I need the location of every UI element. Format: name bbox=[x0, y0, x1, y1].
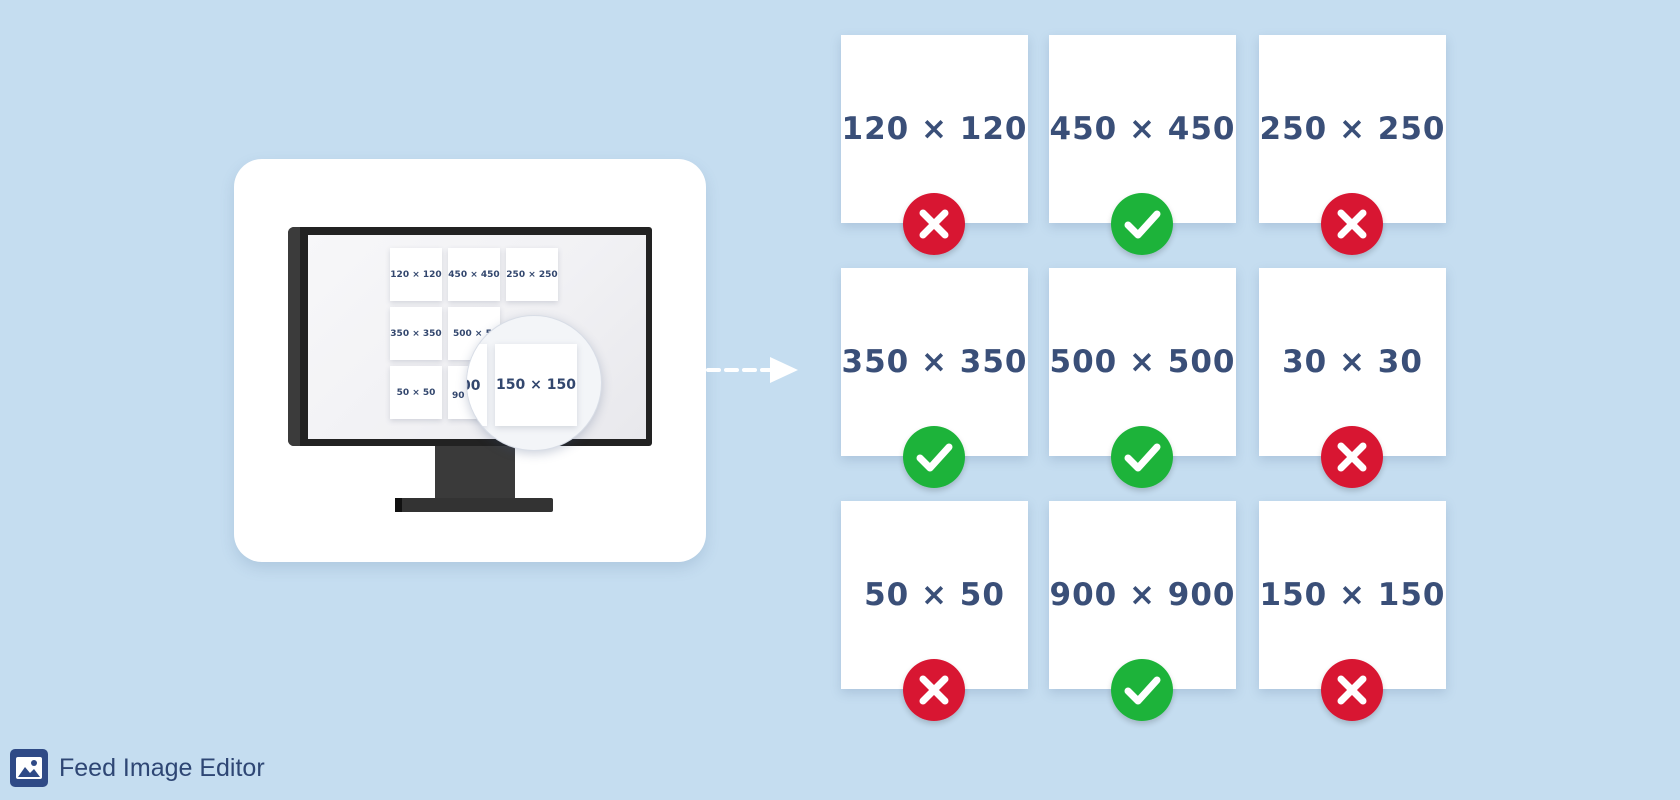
size-tile: 500 × 500 bbox=[1049, 268, 1236, 456]
brand-name: Feed Image Editor bbox=[59, 753, 265, 782]
image-icon bbox=[10, 749, 48, 787]
magnified-tile: 150 × 150 bbox=[495, 344, 577, 426]
check-icon bbox=[1111, 193, 1173, 255]
mini-tile: 50 × 50 bbox=[390, 366, 442, 419]
monitor-illustration-card: 120 × 120 450 × 450 250 × 250 350 × 350 … bbox=[234, 159, 706, 562]
mini-tile: 120 × 120 bbox=[390, 248, 442, 301]
cross-icon bbox=[1321, 426, 1383, 488]
monitor-neck bbox=[435, 446, 515, 498]
size-tile: 150 × 150 bbox=[1259, 501, 1446, 689]
size-tile: 120 × 120 bbox=[841, 35, 1028, 223]
cross-icon bbox=[1321, 193, 1383, 255]
check-icon bbox=[1111, 659, 1173, 721]
mini-tile: 250 × 250 bbox=[506, 248, 558, 301]
cross-icon bbox=[903, 193, 965, 255]
size-tile: 450 × 450 bbox=[1049, 35, 1236, 223]
magnifier-lens: 00 150 × 150 bbox=[466, 315, 602, 451]
mini-tile: 450 × 450 bbox=[448, 248, 500, 301]
size-tile: 900 × 900 bbox=[1049, 501, 1236, 689]
magnified-partial-tile bbox=[467, 344, 487, 426]
size-tile: 250 × 250 bbox=[1259, 35, 1446, 223]
cross-icon bbox=[903, 659, 965, 721]
mini-tile: 350 × 350 bbox=[390, 307, 442, 360]
magnified-partial-label: 00 bbox=[467, 378, 481, 394]
arrow-right-icon bbox=[706, 357, 798, 383]
size-tile: 50 × 50 bbox=[841, 501, 1028, 689]
size-tile: 350 × 350 bbox=[841, 268, 1028, 456]
monitor-screen: 120 × 120 450 × 450 250 × 250 350 × 350 … bbox=[308, 235, 646, 439]
monitor-base bbox=[395, 498, 553, 512]
check-icon bbox=[903, 426, 965, 488]
check-icon bbox=[1111, 426, 1173, 488]
size-tile: 30 × 30 bbox=[1259, 268, 1446, 456]
brand: Feed Image Editor bbox=[10, 748, 265, 788]
cross-icon bbox=[1321, 659, 1383, 721]
